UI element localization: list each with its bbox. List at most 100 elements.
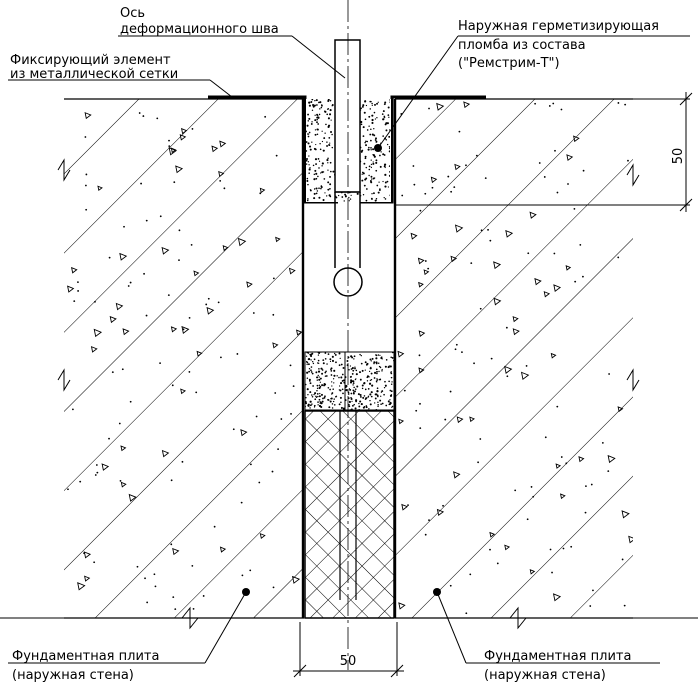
aggregate-dot <box>556 191 559 194</box>
sealant-speck <box>354 378 357 381</box>
aggregate-triangle <box>493 297 502 306</box>
sealant-speck <box>370 149 372 151</box>
aggregate-triangle <box>552 593 562 602</box>
sealant-speck <box>384 198 387 200</box>
sealant-speck <box>319 401 321 403</box>
aggregate-dot <box>142 115 145 117</box>
sealant-speck <box>327 353 330 356</box>
aggregate-dot <box>240 501 243 504</box>
sealant-speck <box>377 101 379 103</box>
sealant-speck <box>359 393 362 397</box>
aggregate-triangle <box>553 284 562 292</box>
sealant-speck <box>339 357 341 359</box>
sealant-speck <box>323 396 326 399</box>
sealant-speck <box>308 131 311 134</box>
sealant-speck <box>370 379 373 381</box>
sealant-speck <box>330 374 333 376</box>
sealant-speck <box>372 148 375 151</box>
aggregate-dot <box>554 149 556 152</box>
aggregate-triangle <box>397 350 405 358</box>
sealant-speck <box>311 372 314 375</box>
sealant-speck <box>390 356 392 358</box>
aggregate-triangle <box>120 445 127 452</box>
sealant-speck <box>317 352 320 354</box>
aggregate-triangle <box>578 456 585 463</box>
dimension-horizontal <box>293 622 404 678</box>
fixing-label-line1: Фиксирующий элемент <box>10 53 171 68</box>
aggregate-dot <box>85 173 88 176</box>
sealant-speck <box>371 118 374 122</box>
sealant-speck <box>325 123 327 126</box>
sealant-speck <box>317 175 319 178</box>
sealant-speck <box>362 104 365 107</box>
seal-label-line1: Наружная герметизирующая <box>458 19 659 34</box>
sealant-speck <box>317 374 319 377</box>
sealant-speck <box>313 178 316 181</box>
sealant-speck <box>369 108 372 110</box>
aggregate-triangle <box>218 170 225 178</box>
aggregate-dot <box>453 186 456 189</box>
aggregate-dot <box>264 115 267 118</box>
sealant-speck <box>329 183 332 186</box>
sealant-speck <box>336 375 338 377</box>
aggregate-triangle <box>456 416 464 424</box>
sealant-speck <box>329 360 332 362</box>
aggregate-triangle <box>219 140 227 148</box>
sealant-speck <box>364 155 367 158</box>
sealant-speck <box>357 393 360 396</box>
aggregate-dot <box>419 402 421 405</box>
aggregate-dot <box>592 589 594 592</box>
sealant-speck <box>317 401 319 403</box>
aggregate-dot <box>195 391 198 394</box>
sealant-speck <box>359 400 362 403</box>
sealant-speck <box>326 145 328 147</box>
sealant-speck <box>305 360 308 363</box>
sealant-speck <box>313 197 316 200</box>
aggregate-dot <box>207 297 210 300</box>
sealant-speck <box>384 365 387 368</box>
sealant-speck <box>331 403 334 405</box>
aggregate-triangle <box>181 325 190 334</box>
aggregate-dot <box>168 145 171 148</box>
sealant-speck <box>333 374 336 377</box>
aggregate-triangle <box>489 531 496 538</box>
aggregate-dot <box>108 256 111 259</box>
sealant-speck <box>391 381 393 383</box>
sealant-speck <box>385 122 388 125</box>
sealant-speck <box>317 395 319 398</box>
aggregate-triangle <box>168 147 178 156</box>
sealant-speck <box>389 399 391 401</box>
aggregate-dot <box>465 164 467 167</box>
sealant-speck <box>385 385 387 387</box>
sealant-speck <box>316 376 319 379</box>
aggregate-dot <box>480 229 483 232</box>
sealant-speck <box>369 133 372 136</box>
sealant-speck <box>372 161 374 163</box>
sealant-speck <box>383 196 385 199</box>
sealant-speck <box>320 367 323 370</box>
leader-dots <box>242 144 441 596</box>
aggregate-dot <box>191 565 194 567</box>
sealant-speck <box>370 163 373 166</box>
sealant-speck <box>318 398 321 401</box>
sealant-speck <box>373 128 375 130</box>
sealant-speck <box>315 172 318 175</box>
sealant-speck <box>368 125 370 127</box>
sealant-speck <box>337 194 340 197</box>
aggregate-dot <box>171 384 174 387</box>
aggregate-dot <box>220 356 222 359</box>
sealant-speck <box>389 402 392 405</box>
sealant-speck <box>365 166 368 169</box>
aggregate-triangle <box>573 135 580 143</box>
aggregate-dot <box>442 504 444 507</box>
sealant-speck <box>350 396 352 399</box>
aggregate-dot <box>156 117 159 120</box>
sealant-speck <box>368 382 372 385</box>
aggregate-dot <box>624 103 627 106</box>
sealant-speck <box>361 387 364 390</box>
sealant-speck <box>311 361 314 363</box>
sealant-speck <box>393 359 394 362</box>
sealant-speck <box>333 352 336 355</box>
aggregate-triangle <box>436 508 445 517</box>
sealant-speck <box>305 397 307 399</box>
